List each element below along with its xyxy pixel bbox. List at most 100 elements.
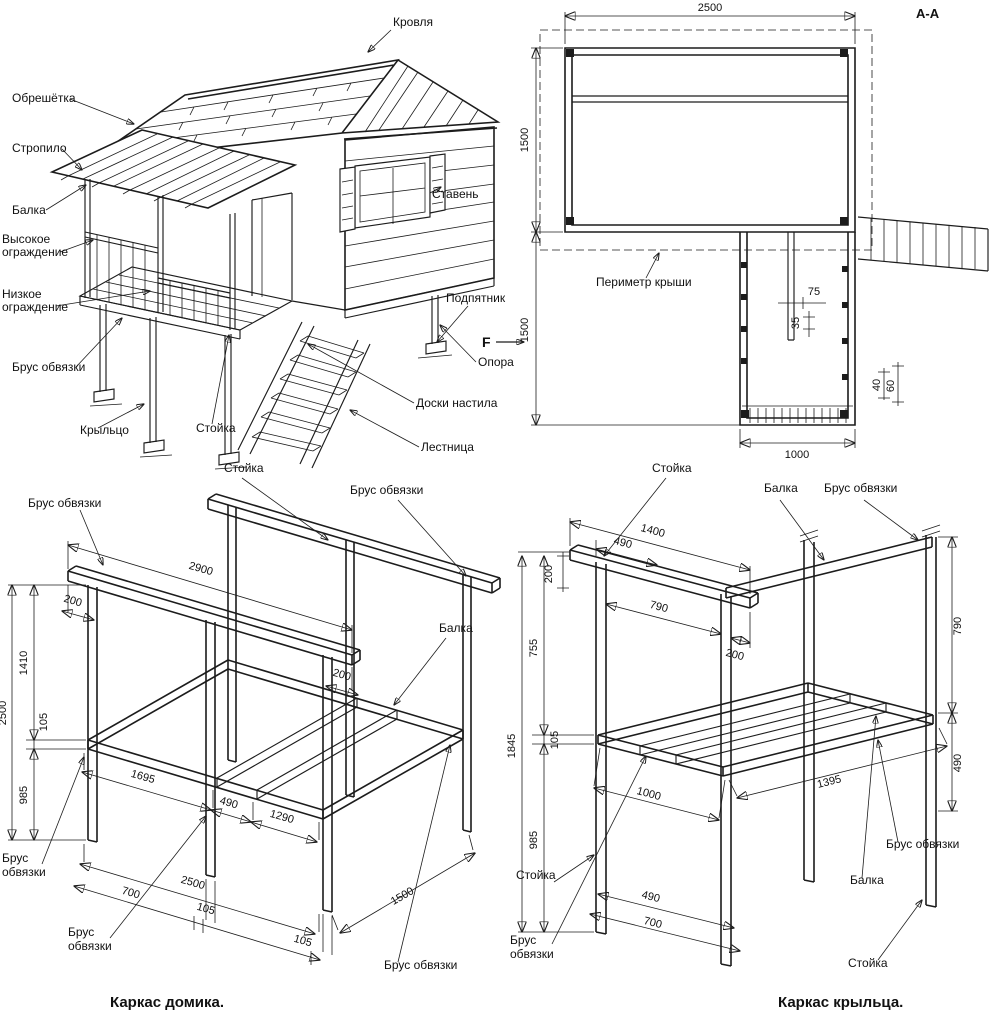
house-frame-top-plates [67,493,501,666]
main-roof [87,58,501,163]
dim-bottom-spacing: 490 [640,889,661,905]
label-rafter: Стропило [12,141,67,155]
dim-total-height: 2500 [0,701,9,725]
house-frame-labels: Стойка Брус обвязки Брус обвязки Балка Б… [2,461,473,972]
stairs [237,321,371,469]
label-pf-strap-bottom-1: Брус [510,933,536,947]
label-ladder: Лестница [421,440,474,454]
porch-roof [49,129,298,209]
dim-top-2900: 2900 [187,560,214,578]
house-frame-floor [87,659,464,820]
porch-posts-and-railings [84,179,236,330]
label-pf-strap-bottom-2: обвязки [510,947,554,961]
section-mark: А-А [916,6,940,21]
label-porch: Крыльцо [80,423,129,437]
dim-upper-height-p: 755 [528,639,540,657]
plan-decking [742,405,853,423]
plan-walls [564,47,856,426]
label-hf-strap-bl-2: обвязки [2,865,46,879]
dim-board-35: 35 [790,317,802,329]
dim-bay-3: 1290 [268,808,295,826]
dim-post-width-1: 105 [195,901,216,918]
label-pf-beam-bottom: Балка [850,873,884,887]
house-view-leaders [45,29,477,448]
label-beam: Балка [12,203,46,217]
plan-stairs [857,216,989,272]
label-pf-post-top: Стойка [652,461,692,475]
dim-gap-75: 75 [808,286,820,298]
dim-floor-width: 1000 [635,785,662,803]
label-hf-strap-bottom-right: Брус обвязки [384,958,457,972]
dim-lower-height: 985 [18,786,30,804]
dim-upper-height: 1410 [18,651,30,675]
label-hf-beam: Балка [439,621,473,635]
label-hf-strap-top-left: Брус обвязки [28,496,101,510]
dim-plan-left-upper: 1500 [519,128,531,152]
label-high-railing-1: Высокое [2,232,50,246]
label-hf-strap-top-right: Брус обвязки [350,483,423,497]
label-low-railing-2: ограждение [2,300,68,314]
porch-deck [78,266,346,340]
dim-overhang-left-p: 200 [543,565,555,583]
dim-porch-width: 1000 [785,449,809,461]
panel-house-view: Кровля Обрешётка Стропило Балка Высокое … [2,15,514,470]
dim-floor-depth: 1395 [816,773,843,791]
label-post: Стойка [196,421,236,435]
panel-plan-view: 2500 1500 1500 1000 75 35 40 60 А-А Пери… [482,2,989,461]
dim-plan-left-lower: 1500 [519,318,531,342]
label-hf-strap-bm-1: Брус [68,925,94,939]
support-piles-and-footings [89,295,453,470]
dim-total-height-p: 1845 [506,734,518,758]
panel-house-frame: 2900 200 200 1410 2500 105 985 1695 490 … [0,461,501,1011]
dim-top-spacing: 490 [612,535,633,551]
house-view-labels: Кровля Обрешётка Стропило Балка Высокое … [2,15,514,454]
dim-bay-2: 490 [218,795,239,812]
label-high-railing-2: ограждение [2,245,68,259]
panel-porch-frame: 1400 490 200 790 200 755 105 985 1845 79… [506,461,964,1011]
dim-step-60: 60 [885,380,897,392]
roof-perimeter-outline [539,29,873,251]
plan-corner-posts [566,49,848,418]
dim-plan-width: 2500 [698,2,722,14]
caption-porch-frame: Каркас крыльца. [778,994,903,1011]
dim-floor-thickness: 105 [38,713,50,731]
dim-post-width-2: 105 [292,933,313,950]
dim-post-spacing: 700 [120,885,141,902]
label-support: Опора [478,355,514,369]
caption-house-frame: Каркас домика. [110,994,224,1011]
dim-step-40: 40 [871,379,883,391]
label-pf-post-left: Стойка [516,868,556,882]
dim-right-upper: 790 [952,617,964,635]
view-direction-mark: F [482,334,491,350]
porch-door-opening [251,192,293,300]
house-frame-dimensions: 2900 200 200 1410 2500 105 985 1695 490 … [0,541,475,965]
porch-frame-floor [597,682,934,777]
porch-frame-leaders [551,477,922,961]
label-pf-strap-top-right: Брус обвязки [824,481,897,495]
dim-overhang-left: 200 [62,593,83,610]
dim-bottom-width: 2500 [179,874,206,892]
label-pf-post-bottom: Стойка [848,956,888,970]
label-shutter: Ставень [432,187,479,201]
label-lathing: Обрешётка [12,91,76,105]
plan-dimensions: 2500 1500 1500 1000 75 35 40 60 [496,2,904,461]
dim-lower-height-p: 985 [528,831,540,849]
dim-beam-length: 1400 [639,522,666,540]
label-roof-perimeter: Периметр крыши [596,275,692,289]
dim-overhang-right: 200 [331,667,352,684]
dim-right-lower: 490 [952,754,964,772]
label-hf-strap-bl-1: Брус [2,851,28,865]
porch-frame-labels: Стойка Балка Брус обвязки Брус обвязки Б… [510,461,959,970]
house-frame-posts [87,505,472,913]
label-low-railing-1: Низкое [2,287,42,301]
dim-floor-thickness-p: 105 [549,731,561,749]
label-deck-boards: Доски настила [416,396,498,410]
dim-post-span: 790 [648,599,669,615]
dim-bay-1: 1695 [129,768,156,786]
label-hf-post: Стойка [224,461,264,475]
window-with-shutters [339,153,446,233]
dim-overhang-right-p: 200 [724,647,745,663]
house-frame-leaders [41,477,466,963]
